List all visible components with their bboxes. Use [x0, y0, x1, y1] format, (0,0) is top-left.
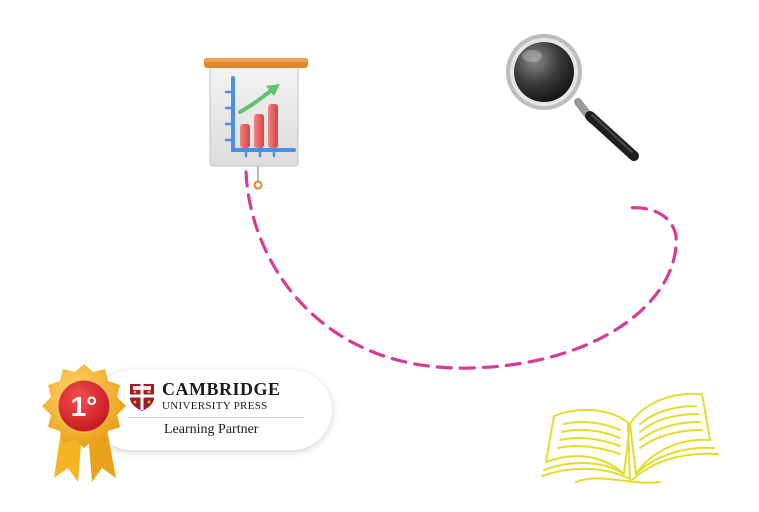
- badge-pill: [92, 370, 332, 450]
- dashed-path-line: [244, 170, 678, 370]
- badge-divider: [128, 417, 304, 418]
- medal-icon: 1°: [42, 364, 126, 482]
- cambridge-partner-badge: 1° CAMBRIDGE UNIVERSITY PRESS Learning P…: [30, 362, 332, 487]
- magnifying-glass-icon: [506, 34, 639, 161]
- brand-name: CAMBRIDGE: [162, 379, 281, 399]
- presentation-chart-icon: [204, 58, 308, 190]
- brand-subtitle: UNIVERSITY PRESS: [162, 400, 268, 412]
- crest-icon: [130, 384, 154, 411]
- medal-rank: 1°: [71, 391, 98, 422]
- open-book-icon: [541, 392, 719, 484]
- partner-label: Learning Partner: [164, 422, 259, 437]
